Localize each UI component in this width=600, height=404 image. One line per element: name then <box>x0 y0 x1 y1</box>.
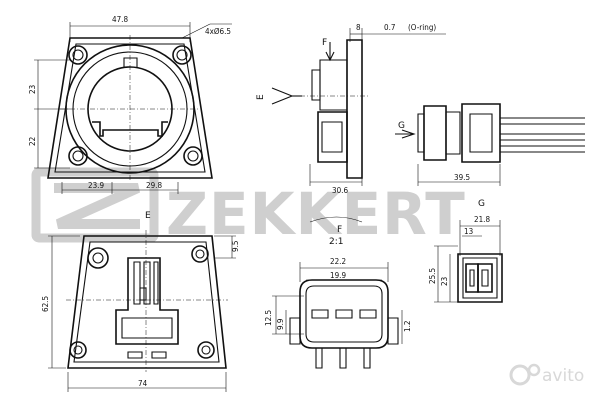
dim-connector-length: 39.5 <box>454 173 470 182</box>
dim-plug-height: 12.5 <box>264 310 273 326</box>
avito-watermark: avito <box>509 363 584 386</box>
brand-name: ZEKKERT <box>166 180 466 248</box>
dim-pin-step: 1.2 <box>403 321 412 332</box>
view-g-label: G <box>478 199 485 209</box>
plug-view-f: F 2:1 22.2 19.9 12.5 9.9 1.2 <box>264 216 412 369</box>
dim-g-inner: 13 <box>464 227 473 236</box>
dim-lower-left-height: 22 <box>28 137 37 146</box>
dim-g-width: 21.8 <box>474 215 490 224</box>
dim-g-height-2: 23 <box>440 277 449 286</box>
view-e-arrow-label: E <box>256 94 266 100</box>
view-g-arrow-label: G <box>398 121 405 131</box>
dim-bottom-left-width: 23.9 <box>88 181 104 190</box>
dim-upper-left-height: 23 <box>28 85 37 94</box>
dim-plug-width-outer: 22.2 <box>330 257 346 266</box>
dim-side-thickness: 8 <box>356 23 361 32</box>
dim-plug-width-inner: 19.9 <box>330 271 346 280</box>
view-e-label: E <box>145 211 151 221</box>
dim-g-height-1: 25.5 <box>428 268 437 284</box>
view-f-top-label: F <box>322 38 327 48</box>
scale-label: 2:1 <box>329 237 343 247</box>
dim-bottom-right-width: 29.8 <box>146 181 162 190</box>
dim-plug-height-2: 9.9 <box>276 318 285 330</box>
dim-oring-note: (O-ring) <box>408 23 436 32</box>
dim-oring: 0.7 <box>384 23 395 32</box>
dim-side-width: 30.6 <box>332 186 348 195</box>
connector-view-g: G 21.8 13 25.5 23 <box>428 199 503 303</box>
dim-holes: 4xØ6.5 <box>205 26 231 36</box>
dim-top-width: 47.8 <box>112 15 128 24</box>
flange-front-view: 47.8 4xØ6.5 23 22 23.9 29.8 <box>28 15 232 194</box>
watermark-text: avito <box>542 366 584 386</box>
connector-view: G 39.5 <box>395 103 585 186</box>
zekkert-logo: ZEKKERT <box>31 167 466 248</box>
dim-small-height: 9.5 <box>231 241 240 252</box>
side-view: F E 8 0.7 (O-ring) 30.6 <box>256 23 446 195</box>
dim-total-width: 74 <box>138 379 148 388</box>
view-f-bottom-label: F <box>337 225 342 235</box>
flange-view-e: E 9.5 62.5 74 <box>41 211 240 392</box>
dim-total-height: 62.5 <box>41 296 50 312</box>
